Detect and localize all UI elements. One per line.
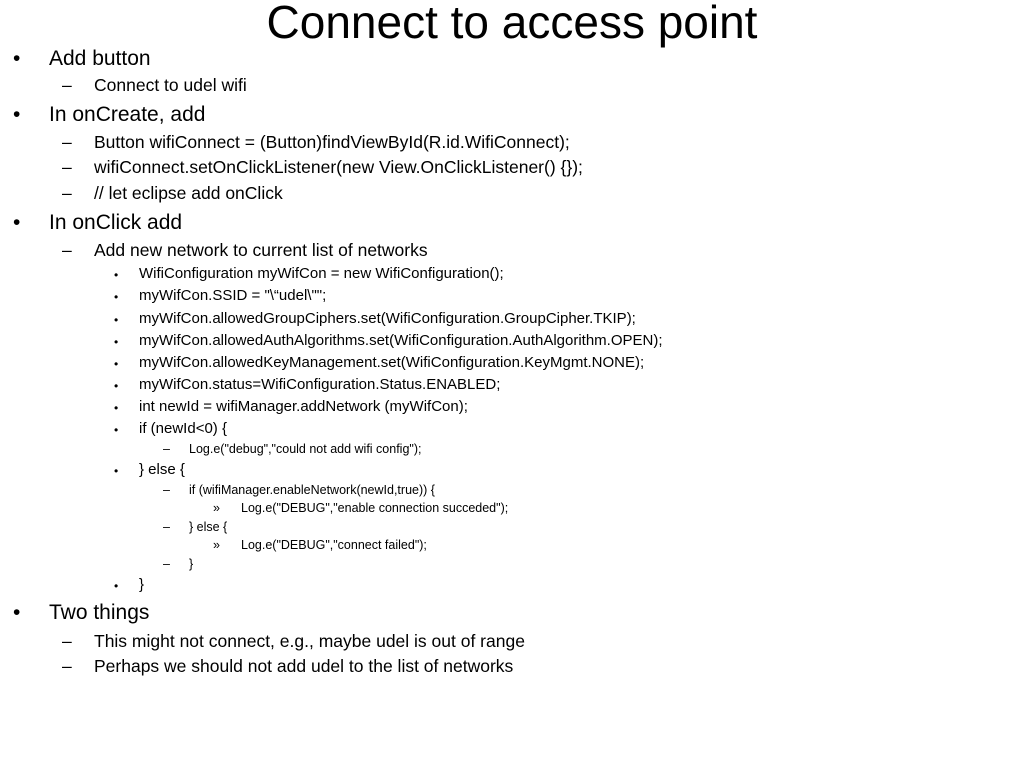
bullet-marker: – bbox=[62, 75, 72, 95]
bullet-marker: • bbox=[13, 103, 21, 126]
bullet-line-level-2: – Button wifiConnect = (Button)findViewBy… bbox=[62, 131, 570, 153]
bullet-line-level-2: – Perhaps we should not add udel to the l… bbox=[62, 655, 514, 677]
bullet-line-level-2: – Add new network to current list of netw… bbox=[62, 239, 428, 261]
bullet-text: Perhaps we should not add udel to the li… bbox=[94, 656, 514, 676]
bullet-marker: • bbox=[114, 290, 119, 304]
bullet-line-level-3: • int newId = wifiManager.addNetwork (myW… bbox=[114, 397, 468, 417]
bullet-line-level-1: • In onClick add bbox=[13, 210, 183, 236]
bullet-text: In onClick add bbox=[49, 211, 183, 234]
bullet-text: Add button bbox=[49, 47, 151, 70]
bullet-text: } bbox=[189, 557, 194, 571]
bullet-marker: • bbox=[114, 268, 119, 282]
bullet-line-level-4: – Log.e("debug","could not add wifi confi… bbox=[163, 441, 422, 458]
bullet-marker: – bbox=[62, 631, 72, 651]
bullet-text: wifiConnect.setOnClickListener(new View.… bbox=[94, 157, 583, 177]
bullet-marker: • bbox=[114, 401, 119, 415]
bullet-marker: – bbox=[163, 557, 170, 571]
bullet-line-level-3: • WifiConfiguration myWifCon = new WifiCo… bbox=[114, 264, 504, 284]
bullet-line-level-3: •} bbox=[114, 575, 145, 595]
bullet-text: In onCreate, add bbox=[49, 103, 206, 126]
bullet-text: myWifCon.status=WifiConfiguration.Status… bbox=[139, 376, 501, 393]
bullet-text: } else { bbox=[139, 461, 185, 478]
bullet-text: myWifCon.allowedKeyManagement.set(WifiCo… bbox=[139, 354, 645, 371]
bullet-text: myWifCon.allowedAuthAlgorithms.set(WifiC… bbox=[139, 332, 663, 349]
bullet-line-level-3: • myWifCon.allowedGroupCiphers.set(WifiCo… bbox=[114, 309, 636, 329]
bullet-line-level-3: • myWifCon.status=WifiConfiguration.Statu… bbox=[114, 375, 501, 395]
bullet-marker: – bbox=[62, 240, 72, 260]
bullet-text: } bbox=[139, 576, 145, 593]
bullet-marker: • bbox=[114, 313, 119, 327]
bullet-text: Two things bbox=[49, 601, 150, 624]
bullet-line-level-5: » Log.e("DEBUG","connect failed"); bbox=[213, 537, 427, 554]
bullet-line-level-1: • In onCreate, add bbox=[13, 102, 206, 128]
bullet-text: Log.e("DEBUG","connect failed"); bbox=[241, 538, 427, 552]
bullet-line-level-3: • if (newId<0) { bbox=[114, 419, 227, 439]
bullet-marker: – bbox=[62, 656, 72, 676]
bullet-marker: – bbox=[62, 132, 72, 152]
bullet-line-level-4: –} bbox=[163, 556, 194, 573]
bullet-marker: • bbox=[13, 211, 21, 234]
bullet-text: This might not connect, e.g., maybe udel… bbox=[94, 631, 525, 651]
bullet-line-level-2: – // let eclipse add onClick bbox=[62, 182, 283, 204]
bullet-marker: • bbox=[13, 47, 21, 70]
bullet-marker: » bbox=[213, 538, 220, 552]
bullet-text: Log.e("DEBUG","enable connection succede… bbox=[241, 501, 509, 515]
bullet-line-level-2: – wifiConnect.setOnClickListener(new View… bbox=[62, 156, 583, 178]
bullet-line-level-4: – if (wifiManager.enableNetwork(newId,tru… bbox=[163, 482, 435, 499]
bullet-line-level-3: • myWifCon.allowedKeyManagement.set(WifiC… bbox=[114, 353, 645, 373]
bullet-line-level-4: – } else { bbox=[163, 519, 228, 536]
bullet-marker: • bbox=[114, 579, 119, 593]
bullet-line-level-1: • Two things bbox=[13, 600, 150, 626]
bullet-text: myWifCon.allowedGroupCiphers.set(WifiCon… bbox=[139, 310, 636, 327]
bullet-text: Add new network to current list of netwo… bbox=[94, 240, 428, 260]
bullet-text: // let eclipse add onClick bbox=[94, 183, 283, 203]
bullet-marker: • bbox=[114, 423, 119, 437]
bullet-marker: • bbox=[114, 335, 119, 349]
bullet-text: if (newId<0) { bbox=[139, 420, 227, 437]
bullet-marker: • bbox=[114, 464, 119, 478]
bullet-line-level-3: • myWifCon.allowedAuthAlgorithms.set(Wifi… bbox=[114, 331, 663, 351]
bullet-text: int newId = wifiManager.addNetwork (myWi… bbox=[139, 398, 468, 415]
bullet-marker: – bbox=[163, 520, 170, 534]
bullet-text: if (wifiManager.enableNetwork(newId,true… bbox=[189, 483, 435, 497]
bullet-marker: – bbox=[163, 442, 170, 456]
bullet-text: Connect to udel wifi bbox=[94, 75, 247, 95]
slide-title: Connect to access point bbox=[266, 0, 758, 48]
bullet-marker: • bbox=[114, 357, 119, 371]
bullet-text: } else { bbox=[189, 520, 228, 534]
bullet-text: Button wifiConnect = (Button)findViewByI… bbox=[94, 132, 570, 152]
bullet-marker: – bbox=[62, 183, 72, 203]
bullet-marker: » bbox=[213, 501, 220, 515]
bullet-text: WifiConfiguration myWifCon = new WifiCon… bbox=[139, 265, 504, 282]
bullet-marker: – bbox=[62, 157, 72, 177]
bullet-text: myWifCon.SSID = "\“udel\""; bbox=[139, 287, 327, 304]
bullet-line-level-3: • myWifCon.SSID = "\“udel\""; bbox=[114, 286, 327, 306]
bullet-line-level-3: • } else { bbox=[114, 460, 185, 480]
bullet-marker: – bbox=[163, 483, 170, 497]
bullet-line-level-2: – This might not connect, e.g., maybe ude… bbox=[62, 630, 525, 652]
bullet-line-level-5: » Log.e("DEBUG","enable connection succed… bbox=[213, 500, 509, 517]
bullet-text: Log.e("debug","could not add wifi config… bbox=[189, 442, 422, 456]
bullet-line-level-2: – Connect to udel wifi bbox=[62, 74, 247, 96]
bullet-marker: • bbox=[13, 601, 21, 624]
bullet-line-level-1: • Add button bbox=[13, 46, 151, 72]
bullet-marker: • bbox=[114, 379, 119, 393]
